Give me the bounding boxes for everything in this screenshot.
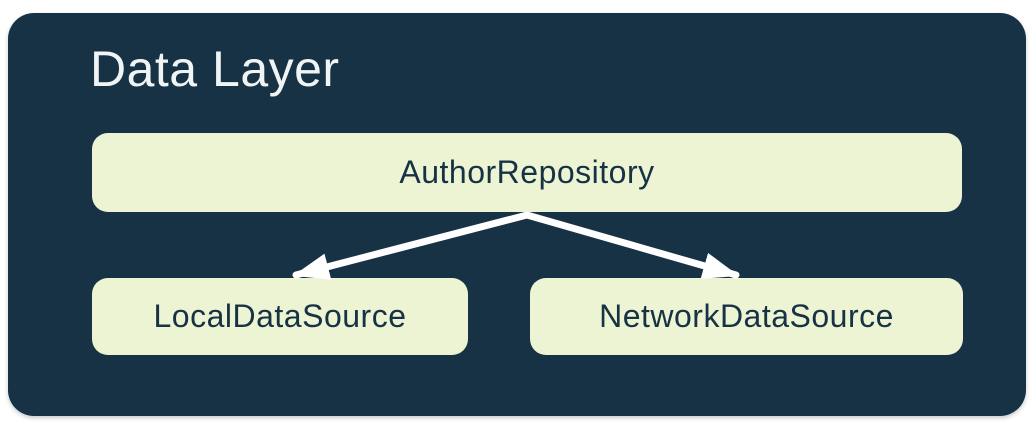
node-network-data-source: NetworkDataSource	[530, 278, 963, 355]
node-local-data-source: LocalDataSource	[92, 278, 468, 355]
node-author-repository-label: AuthorRepository	[399, 154, 655, 190]
data-layer-panel: Data Layer AuthorRepository LocalDataSou…	[8, 13, 1026, 416]
node-author-repository: AuthorRepository	[92, 133, 962, 212]
panel-title: Data Layer	[90, 41, 340, 97]
node-local-data-source-label: LocalDataSource	[153, 298, 407, 334]
node-network-data-source-label: NetworkDataSource	[599, 298, 894, 334]
